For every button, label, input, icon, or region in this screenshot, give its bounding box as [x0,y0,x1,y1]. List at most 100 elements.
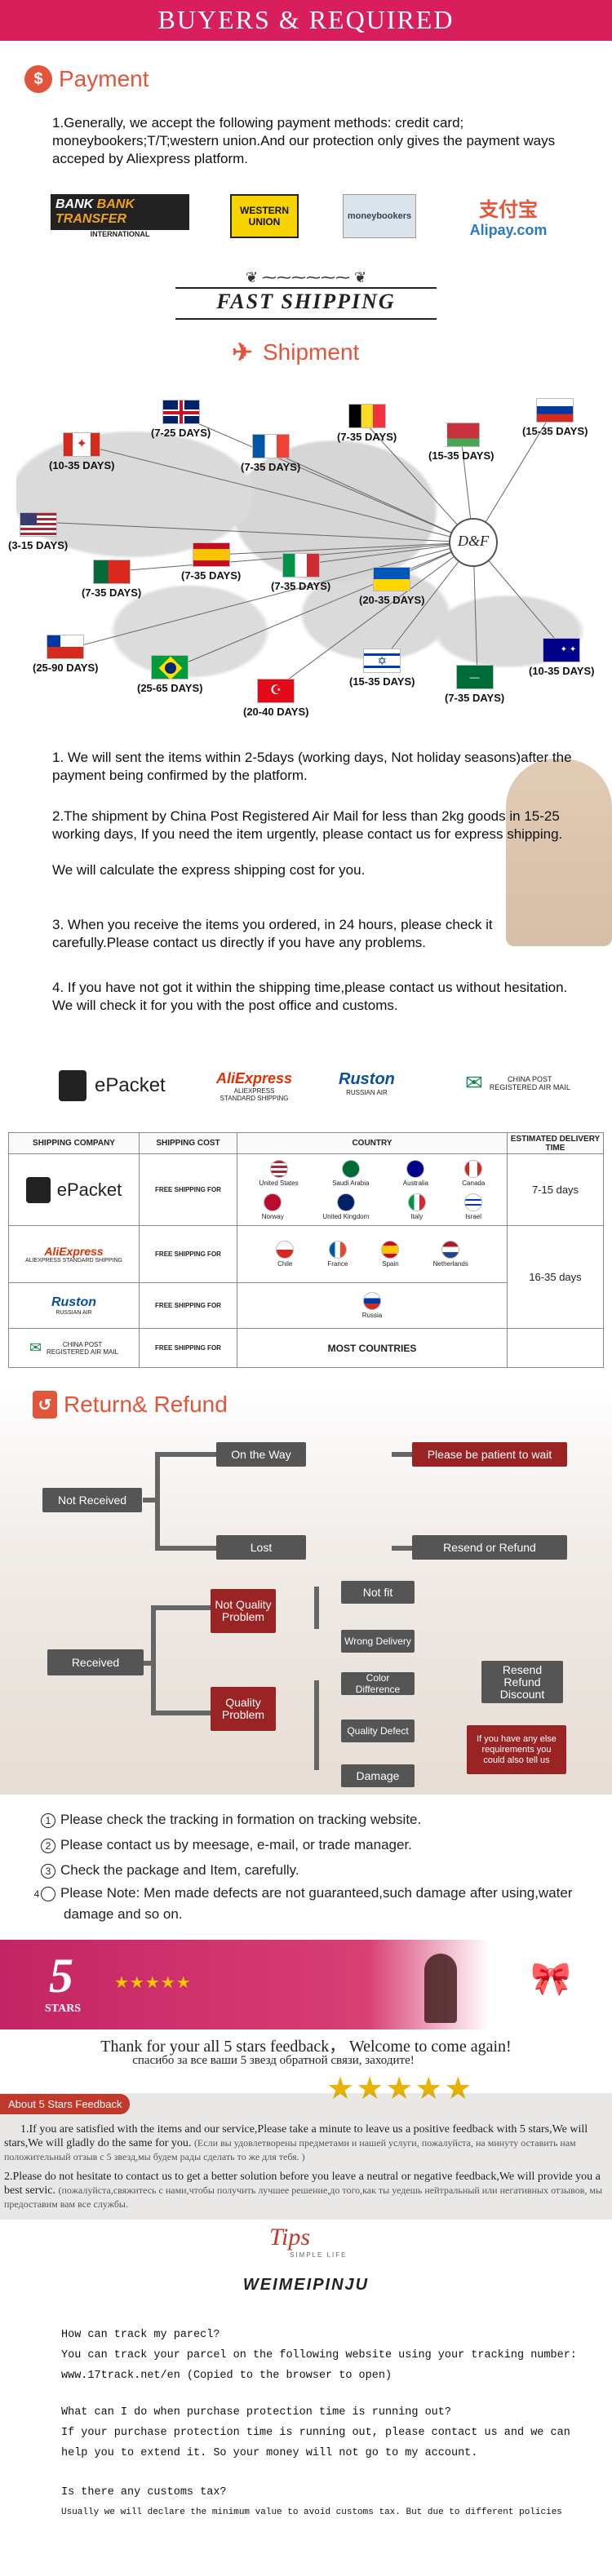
connector [314,1680,319,1770]
saudi-flag-icon: — [455,665,494,689]
carrier-logos: ePacket AliExpress ALIEXPRESS STANDARD S… [0,1070,612,1119]
handshake-figure-icon [424,1954,457,2023]
epacket-icon [59,1070,86,1101]
faq-a3: Usually we will declare the minimum valu… [61,2507,562,2517]
about-feedback-tag: About 5 Stars Feedback [0,2094,131,2114]
connector [155,1546,220,1551]
feedback-1: 1.If you are satisfied with the items an… [4,2123,588,2162]
country-canada: ✦ (10-35 DAYS) [49,432,114,471]
col-cost: SHIPPING COST [139,1132,237,1154]
country-portugal: (7-35 DAYS) [82,560,141,599]
refund-heading-text: Return& Refund [64,1392,228,1417]
connector [392,1546,412,1551]
country-italy: (7-35 DAYS) [271,553,330,592]
country-cell: Russia [237,1282,508,1329]
australia-flag-icon: ✦ ✦ [543,638,581,662]
damage-box: Damage [341,1764,415,1787]
tips-title: Tips [269,2224,311,2251]
feedback-2: 2.Please do not hesitate to contact us t… [4,2171,603,2210]
quality-box: Quality Problem [211,1687,276,1731]
stars-icon: ★★★★★ [114,1974,192,1992]
western-union-logo: WESTERN UNION [230,194,299,238]
cost-cell: FREE SHIPPING FOR [139,1328,237,1368]
belgium-flag-icon [348,404,386,428]
china-post-logo: ✉ CHINA POST REGISTERED AIR MAIL [465,1070,570,1095]
country-saudi: — (7-35 DAYS) [445,665,504,704]
connector [143,1498,159,1503]
country-turkey: ☪ (20-40 DAYS) [243,679,308,718]
resend-refund-discount-box: Resend Refund Discount [481,1661,563,1703]
ornament-icon: ❦ ⁓⁓⁓⁓⁓⁓ ❦ [245,269,367,285]
israel-flag-icon: ✡ [363,648,401,673]
patient-box: Please be patient to wait [412,1442,567,1467]
chile-flag-icon [47,635,85,659]
usa-flag-icon [19,512,57,537]
col-country: COUNTRY [237,1132,508,1154]
epacket-icon [25,1176,51,1203]
portugal-flag-icon [92,560,131,584]
connector [151,1605,212,1610]
table-row: ePacket FREE SHIPPING FOR United States … [8,1153,604,1226]
wrong-delivery-box: Wrong Delivery [341,1630,415,1653]
shipping-note-1: 1. We will sent the items within 2-5days… [52,750,572,783]
shipping-note-3: 3. When you receive the items you ordere… [52,917,493,950]
fast-shipping-rule-bottom [175,318,437,320]
connector [143,1661,154,1666]
cost-cell: FREE SHIPPING FOR [139,1282,237,1329]
shipment-heading-text: Shipment [263,339,360,365]
ruston-logo: Ruston RUSSIAN AIR [339,1070,395,1096]
not-received-box: Not Received [42,1488,142,1512]
not-quality-box: Not Quality Problem [211,1589,276,1633]
italy-flag-icon [282,553,320,578]
fast-shipping-title: FAST SHIPPING [216,290,396,313]
bank-transfer-logo: BANK BANK TRANSFER INTERNATIONAL [51,194,189,238]
spain-flag-icon [192,542,230,567]
russia-flag-icon [536,398,574,423]
stars-label: STARS [45,2003,82,2015]
connector [151,1605,156,1715]
hub-logo: D&F [449,518,498,567]
five-big: 5 [49,1949,73,2003]
connector [392,1452,412,1457]
cost-cell: FREE SHIPPING FOR [139,1225,237,1283]
country-brazil: (25-65 DAYS) [137,655,202,694]
country-cell: United States Saudi Arabia Australia Can… [237,1153,508,1226]
payment-text: 1.Generally, we accept the following pay… [52,115,556,166]
country-belarus: (15-35 DAYS) [428,423,494,462]
alipay-logo: 支付宝 Alipay.com [469,199,548,238]
china-post-icon: ✉ [29,1339,42,1356]
shipment-heading: ✈ Shipment [228,339,359,366]
country-cell: MOST COUNTRIES [237,1328,508,1368]
col-company: SHIPPING COMPANY [8,1132,140,1154]
faq-q2: What can I do when purchase protection t… [61,2406,451,2419]
country-belgium: (7-35 DAYS) [337,404,397,443]
cost-cell: FREE SHIPPING FOR [139,1153,237,1226]
faq-q3: Is there any customs tax? [61,2486,227,2499]
faq-q1: How can track my parecl? [61,2329,220,2341]
time-cell [507,1328,604,1368]
country-ukraine: (20-35 DAYS) [359,567,424,606]
received-box: Received [47,1649,144,1675]
country-france: (7-35 DAYS) [241,434,300,473]
country-spain: (7-35 DAYS) [181,542,241,582]
refund-heading: ↺ Return& Refund [33,1391,228,1419]
tips-sub: SIMPLE LIFE [290,2251,348,2259]
header-banner [0,0,612,41]
quality-defect-box: Quality Defect [341,1720,415,1742]
shipping-note-4: 4. If you have not got it within the shi… [52,980,568,1013]
courier-image [506,759,612,946]
country-usa: (3-15 DAYS) [8,512,68,551]
aliexpress-logo: AliExpress ALIEXPRESS STANDARD SHIPPING [216,1070,293,1102]
dollar-icon: $ [24,65,52,93]
shipping-note-2b: We will calculate the express shipping c… [52,862,366,878]
country-russia: (15-35 DAYS) [522,398,588,437]
country-uk: (7-25 DAYS) [151,400,211,439]
